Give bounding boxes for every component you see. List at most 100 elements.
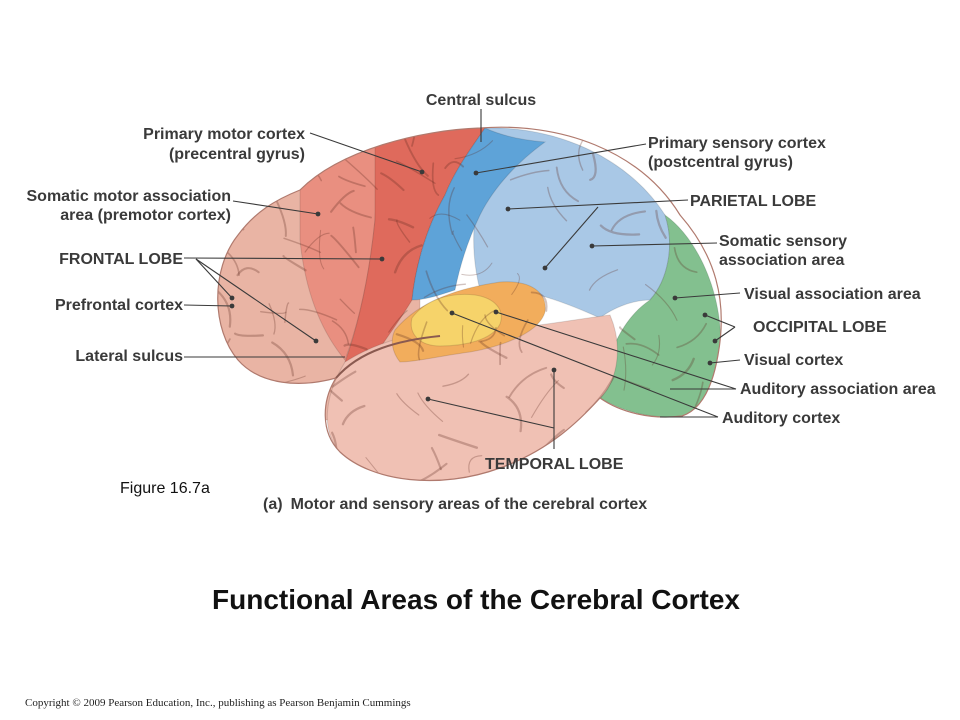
gyrus-fold <box>429 213 461 221</box>
gyrus-fold <box>470 309 496 344</box>
gyrus-fold <box>662 446 692 458</box>
occipital-region <box>599 213 722 418</box>
caption-tag: (a) <box>263 496 283 513</box>
gyrus-fold <box>224 459 260 470</box>
label-occipital-lobe: OCCIPITAL LOBE <box>753 319 887 336</box>
gyrus-fold <box>198 288 215 324</box>
gyrus-fold <box>343 343 368 351</box>
gyrus-fold <box>341 404 366 426</box>
gyrus-fold <box>505 395 523 433</box>
label-auditory-association: Auditory association area <box>740 381 936 398</box>
gyrus-fold <box>448 187 455 235</box>
gyrus-fold <box>671 357 695 382</box>
parietal-region <box>473 127 671 319</box>
gyrus-fold <box>239 163 267 179</box>
brain-outline <box>217 126 722 482</box>
gyrus-fold <box>318 229 325 270</box>
gyrus-fold <box>268 303 276 335</box>
gyrus-fold <box>622 346 627 391</box>
gyrus-fold <box>236 267 260 277</box>
label-somatic-sensory-line2: association area <box>719 252 845 269</box>
gyrus-fold <box>388 310 408 333</box>
gyrus-fold <box>403 136 429 177</box>
gyrus-fold <box>589 152 597 181</box>
gyrus-fold <box>282 255 307 272</box>
label-prefrontal-cortex: Prefrontal cortex <box>55 297 183 314</box>
caption-text: Motor and sensory areas of the cerebral … <box>290 496 648 513</box>
gyrus-fold <box>338 175 366 188</box>
gyrus-fold <box>454 140 494 160</box>
gyrus-fold <box>625 342 660 356</box>
gyrus-fold <box>417 392 444 422</box>
gyrus-fold <box>304 232 330 253</box>
label-central-sulcus: Central sulcus <box>426 92 536 109</box>
gyrus-fold <box>530 291 548 312</box>
gyrus-fold <box>284 302 290 323</box>
slide-title: Functional Areas of the Cerebral Cortex <box>212 584 740 615</box>
gyrus-fold <box>352 226 357 254</box>
gyrus-fold <box>531 380 559 418</box>
gyrus-fold <box>480 341 508 359</box>
figure-label: Figure 16.7a <box>120 480 210 497</box>
gyrus-fold <box>555 166 580 203</box>
gyrus-fold <box>298 308 338 321</box>
gyrus-fold <box>265 407 288 449</box>
label-somatic-sensory-line1: Somatic sensory <box>719 233 847 250</box>
gyrus-fold <box>239 453 276 481</box>
gyrus-fold <box>417 321 428 361</box>
gyrus-fold <box>380 172 405 192</box>
gyrus-fold <box>461 325 465 348</box>
primary-sensory-region <box>411 127 547 301</box>
label-primary-motor-line2: (precentral gyrus) <box>169 146 305 163</box>
gyrus-fold <box>610 210 647 231</box>
gyrus-fold <box>442 373 470 387</box>
gyrus-fold <box>234 332 264 337</box>
gyrus-fold <box>461 262 493 276</box>
gyrus-fold <box>406 462 448 481</box>
gyrus-fold <box>395 333 425 352</box>
gyrus-fold <box>511 273 520 295</box>
gyrus-fold <box>393 244 423 274</box>
gyrus-fold <box>452 230 463 252</box>
gyrus-fold <box>430 446 442 471</box>
gyrus-fold <box>254 432 275 451</box>
gyrus-fold <box>260 311 287 314</box>
copyright-notice: Copyright © 2009 Pearson Education, Inc.… <box>25 697 411 709</box>
gyrus-fold <box>484 314 506 337</box>
gyrus-fold <box>396 219 411 243</box>
gyrus-fold <box>425 270 449 312</box>
gyrus-fold <box>396 393 420 416</box>
gyrus-fold <box>468 455 483 473</box>
brain-illustration <box>198 127 722 481</box>
gyrus-fold <box>238 414 258 427</box>
label-primary-sensory-line1: Primary sensory cortex <box>648 135 826 152</box>
gyrus-fold <box>431 162 440 196</box>
label-temporal-lobe: TEMPORAL LOBE <box>485 456 624 473</box>
gyrus-fold <box>339 298 356 314</box>
label-auditory-cortex: Auditory cortex <box>722 410 840 427</box>
leader-dots <box>229 169 718 402</box>
gyrus-fold <box>509 169 550 181</box>
gyrus-fold <box>466 214 489 248</box>
gyrus-fold <box>281 393 294 427</box>
gyrus-fold <box>331 370 357 388</box>
gyrus-fold <box>438 433 478 449</box>
label-primary-sensory-line2: (postcentral gyrus) <box>648 154 793 171</box>
gyrus-fold <box>444 160 465 170</box>
gyrus-fold <box>634 465 653 481</box>
gyrus-fold <box>330 189 355 213</box>
gyrus-fold <box>588 269 619 291</box>
gyrus-fold <box>508 366 548 399</box>
gyrus-fold <box>271 341 295 377</box>
gyrus-fold <box>331 320 350 345</box>
figure-caption: (a) Motor and sensory areas of the cerebr… <box>263 496 647 514</box>
leader-lines <box>183 109 741 449</box>
gyrus-fold <box>275 199 287 237</box>
label-somatic-motor-line2: area (premotor cortex) <box>60 207 231 224</box>
diagram-labels: Central sulcus Primary motor cortex (pre… <box>27 92 936 473</box>
gyrus-fold <box>283 237 322 254</box>
lateral-sulcus-line <box>335 335 441 379</box>
gyrus-fold <box>330 234 360 269</box>
gyrus-fold <box>594 424 618 451</box>
label-frontal-lobe: FRONTAL LOBE <box>59 251 183 268</box>
